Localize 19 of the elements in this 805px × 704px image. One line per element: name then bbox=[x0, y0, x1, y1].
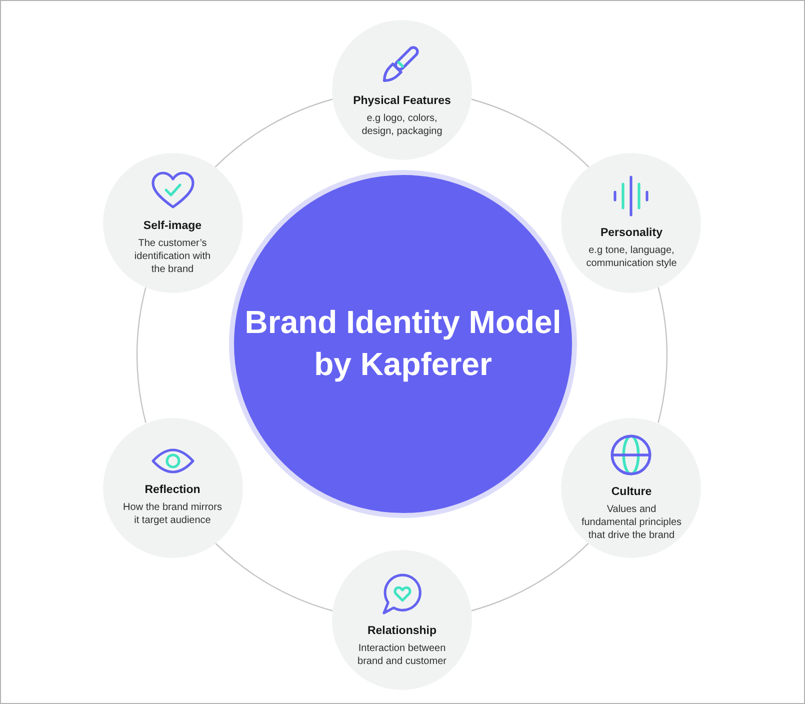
connector-arc bbox=[471, 98, 590, 168]
topic-title: Physical Features bbox=[353, 94, 451, 108]
connector-arc bbox=[214, 542, 333, 612]
topic-description: The customer’s identification with the brand bbox=[133, 236, 212, 276]
topic-title: Culture bbox=[611, 484, 652, 498]
topic-description: Values and fundamental principles that drive the brand bbox=[580, 502, 683, 542]
topic-description: e.g tone, language, communication style bbox=[585, 244, 678, 270]
topic-title: Self-image bbox=[143, 218, 202, 232]
topic-title: Personality bbox=[600, 226, 662, 240]
topic-description: Interaction between brand and customer bbox=[356, 642, 448, 668]
center-heading: Brand Identity Model by Kapferer bbox=[244, 303, 562, 384]
connector-arc bbox=[658, 287, 668, 423]
connector-arc bbox=[136, 287, 146, 423]
topic-title: Reflection bbox=[144, 483, 200, 497]
connector-arc bbox=[471, 542, 590, 612]
topic-title: Relationship bbox=[367, 624, 436, 638]
connector-arc bbox=[214, 98, 333, 168]
topic-description: e.g logo, colors, design, packaging bbox=[360, 112, 444, 138]
topic-description: How the brand mirrors it target audience bbox=[122, 501, 223, 527]
